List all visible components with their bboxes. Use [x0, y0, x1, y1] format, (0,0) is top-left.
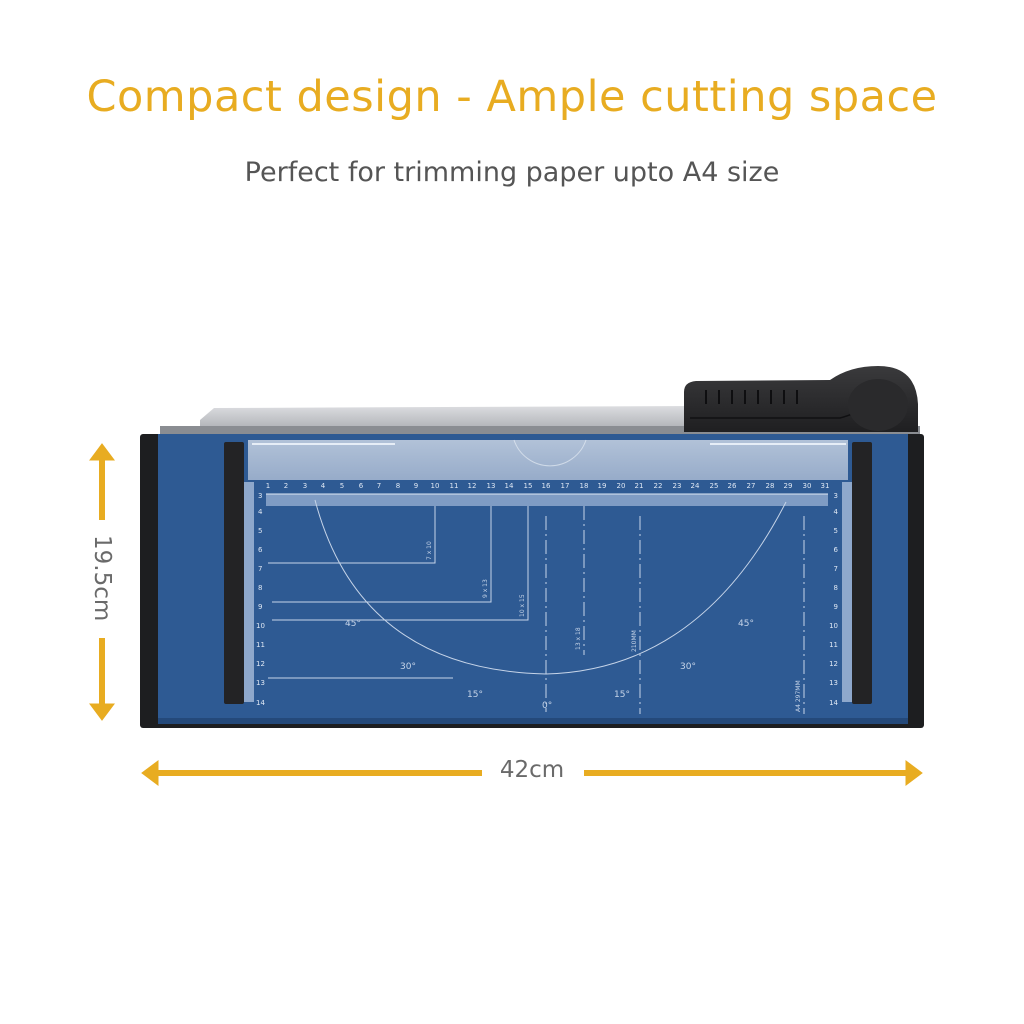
svg-text:10 x 15: 10 x 15	[519, 594, 526, 617]
height-dimension-label: 19.5cm	[89, 535, 115, 622]
svg-text:31: 31	[821, 482, 830, 490]
svg-text:1: 1	[266, 482, 270, 490]
left-side-ruler: 3 4 5 6 7 8 9 10 11 12 13 14	[244, 482, 265, 707]
guide-labels: 7 x 10 9 x 13 10 x 15 13 x 18 210MM A4 2…	[426, 541, 802, 712]
svg-text:11: 11	[450, 482, 459, 490]
svg-text:25: 25	[710, 482, 719, 490]
svg-text:9 x 13: 9 x 13	[482, 579, 489, 598]
svg-text:30°: 30°	[400, 662, 416, 672]
svg-text:11: 11	[256, 641, 265, 649]
svg-text:8: 8	[834, 584, 838, 592]
svg-text:14: 14	[505, 482, 514, 490]
cutting-base	[140, 434, 924, 728]
svg-text:6: 6	[834, 546, 839, 554]
svg-text:27: 27	[747, 482, 756, 490]
svg-text:15°: 15°	[467, 690, 483, 700]
svg-text:15°: 15°	[614, 690, 630, 700]
svg-text:3: 3	[303, 482, 307, 490]
cutting-guides	[268, 499, 805, 714]
svg-text:18: 18	[580, 482, 589, 490]
svg-text:5: 5	[340, 482, 344, 490]
svg-text:3: 3	[834, 492, 838, 500]
svg-text:10: 10	[256, 622, 265, 630]
svg-text:5: 5	[258, 527, 262, 535]
right-side-ruler: 3 4 5 6 7 8 9 10 11 12 13 14	[829, 482, 852, 707]
svg-text:4: 4	[834, 508, 839, 516]
svg-text:7: 7	[377, 482, 381, 490]
height-dimension-arrow	[89, 443, 115, 721]
svg-text:3: 3	[258, 492, 262, 500]
svg-text:8: 8	[258, 584, 262, 592]
svg-text:13: 13	[256, 679, 265, 687]
svg-text:12: 12	[829, 660, 838, 668]
svg-text:7: 7	[258, 565, 262, 573]
svg-text:9: 9	[834, 603, 838, 611]
clear-safety-guard	[248, 439, 848, 480]
svg-text:23: 23	[673, 482, 682, 490]
svg-text:11: 11	[829, 641, 838, 649]
svg-text:26: 26	[728, 482, 737, 490]
svg-text:8: 8	[396, 482, 400, 490]
svg-text:12: 12	[468, 482, 477, 490]
svg-text:13 x 18: 13 x 18	[575, 627, 582, 650]
svg-text:13: 13	[829, 679, 838, 687]
svg-text:10: 10	[431, 482, 440, 490]
svg-text:24: 24	[691, 482, 700, 490]
svg-text:9: 9	[258, 603, 262, 611]
headline: Compact design - Ample cutting space	[86, 72, 938, 122]
svg-text:4: 4	[258, 508, 263, 516]
svg-text:17: 17	[561, 482, 570, 490]
svg-text:30°: 30°	[680, 662, 696, 672]
svg-text:15: 15	[524, 482, 533, 490]
svg-text:10: 10	[829, 622, 838, 630]
width-dimension-label: 42cm	[499, 757, 565, 783]
svg-text:29: 29	[784, 482, 793, 490]
cutting-blade-handle[interactable]	[684, 366, 918, 432]
svg-text:14: 14	[256, 699, 265, 707]
svg-text:14: 14	[829, 699, 838, 707]
svg-text:0°: 0°	[542, 701, 552, 711]
width-dimension-arrow	[141, 760, 923, 786]
svg-text:22: 22	[654, 482, 663, 490]
svg-text:21: 21	[635, 482, 644, 490]
svg-text:30: 30	[803, 482, 812, 490]
metal-rail	[160, 406, 920, 434]
svg-text:6: 6	[359, 482, 364, 490]
svg-text:45°: 45°	[738, 619, 754, 629]
svg-text:13: 13	[487, 482, 496, 490]
svg-text:2: 2	[284, 482, 288, 490]
left-rubber-grip	[224, 442, 244, 704]
svg-text:4: 4	[321, 482, 326, 490]
svg-text:28: 28	[766, 482, 775, 490]
svg-text:9: 9	[414, 482, 418, 490]
angle-labels: 45° 30° 15° 0° 15° 30° 45°	[345, 619, 754, 711]
svg-text:19: 19	[598, 482, 607, 490]
svg-text:5: 5	[834, 527, 838, 535]
right-rubber-grip	[852, 442, 872, 704]
svg-text:45°: 45°	[345, 619, 361, 629]
svg-text:12: 12	[256, 660, 265, 668]
subheadline: Perfect for trimming paper upto A4 size	[244, 157, 780, 188]
svg-text:7 x 10: 7 x 10	[426, 541, 433, 560]
svg-text:6: 6	[258, 546, 263, 554]
svg-text:210MM: 210MM	[631, 630, 638, 652]
svg-text:7: 7	[834, 565, 838, 573]
svg-text:20: 20	[617, 482, 626, 490]
svg-text:16: 16	[542, 482, 551, 490]
svg-text:A4 297MM: A4 297MM	[795, 680, 802, 712]
